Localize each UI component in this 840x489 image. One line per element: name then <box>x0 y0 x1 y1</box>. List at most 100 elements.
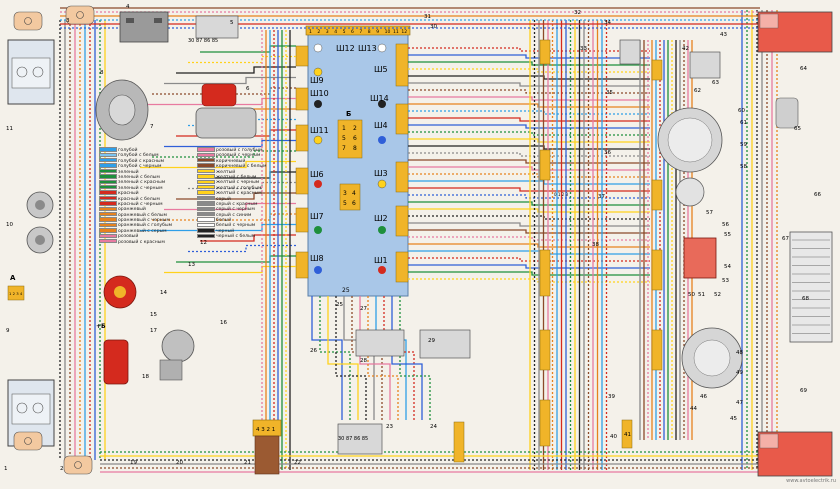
socket-label-sh3: Ш3 <box>374 169 388 178</box>
component-number: 69 <box>800 388 807 394</box>
socket-label-sh9: Ш9 <box>310 76 324 85</box>
ignition-switch: 4 3 2 1 <box>252 419 282 475</box>
component-number: 42 <box>682 46 689 52</box>
legend-row: серый с синим <box>197 211 298 218</box>
legend-text: черный с белым <box>216 234 256 240</box>
connector-strip <box>651 179 663 211</box>
connector-strip <box>621 419 633 449</box>
legend-text: розовый с голубым <box>216 148 263 153</box>
wire-left-feed <box>176 66 296 74</box>
component-number: 24 <box>430 424 437 430</box>
legend-text: оранжевый с белым <box>118 212 167 218</box>
component-number: 4 <box>126 4 130 10</box>
component-number: 59 <box>740 142 747 148</box>
component-number: 54 <box>724 264 731 270</box>
legend-row: розовый <box>99 233 200 239</box>
component-number: 22 <box>294 460 301 466</box>
legend-row: оранжевый с голубым <box>99 222 200 228</box>
legend-text: зеленый с белым <box>118 174 160 180</box>
legend-text: черный <box>216 228 235 234</box>
legend-row: желтый с черным <box>197 179 298 185</box>
socket-sh5-indicator <box>377 43 387 53</box>
legend-row: желтый с белым <box>197 174 298 180</box>
legend-row: красный с белым <box>99 195 200 202</box>
mount-block-top-number: 9 <box>376 29 379 35</box>
legend-text: голубой с белым <box>118 153 159 159</box>
legend-row: черный <box>197 227 298 234</box>
legend-text: красный <box>118 191 139 197</box>
component-number: 9 <box>6 328 10 334</box>
mount-block-top-number: 11 <box>393 29 399 35</box>
starter <box>195 83 257 139</box>
relay-b-label: Б <box>346 110 351 118</box>
gauge-57 <box>675 177 705 207</box>
component-number: 10 <box>6 222 13 228</box>
connector-strip <box>539 329 551 371</box>
wire-right-bus <box>408 201 650 206</box>
label-a: A <box>10 274 16 282</box>
legend-text: голубой с черным <box>118 164 162 170</box>
connector-strip <box>539 149 551 181</box>
legend-row: коричневый с белым <box>197 163 298 170</box>
right-connector-strips <box>195 15 721 463</box>
wire-lower-feed <box>351 296 383 420</box>
legend-row: желтый <box>197 168 298 175</box>
component-number: 68 <box>802 296 809 302</box>
ignition-pins-label: 4 3 2 1 <box>256 427 275 433</box>
wire-right-bus <box>408 138 650 143</box>
socket-sh12-indicator <box>313 43 323 53</box>
washer-pump <box>775 97 799 129</box>
component-number: 53 <box>722 278 729 284</box>
component-number: 67 <box>782 236 789 242</box>
component-number: 5 <box>230 20 234 26</box>
legend-text: красный с черным <box>118 201 163 207</box>
wire-right-bus <box>408 222 650 227</box>
legend-swatch <box>197 227 215 233</box>
mount-block-top-number: 1 <box>309 29 312 35</box>
component-number: 2 <box>60 466 64 472</box>
connector-a <box>7 285 25 301</box>
wire-harness <box>59 7 778 473</box>
mount-block-top-number: 6 <box>351 29 354 35</box>
wire-right-bus <box>408 257 650 262</box>
legend-swatch <box>197 157 215 163</box>
socket-sh10-indicator <box>314 100 322 108</box>
legend-text: розовый с красным <box>118 239 165 245</box>
wire-left-feed <box>152 150 296 158</box>
wire-lower-feed <box>391 296 423 420</box>
legend-row: желтый с красным <box>197 190 298 197</box>
legend-row: оранжевый с серым <box>99 227 200 234</box>
component-number: 16 <box>220 320 227 326</box>
wire-right-bus <box>408 271 650 276</box>
relay-b2-pin: 3 <box>343 190 347 197</box>
wire-right-bus <box>408 75 650 80</box>
connector-strip <box>651 59 663 81</box>
relay-b2-connector <box>339 183 361 211</box>
wire-right-bus <box>408 215 650 220</box>
legend-swatch <box>99 184 117 190</box>
wire-lower-feed <box>335 296 367 420</box>
component-number: 25 <box>336 302 343 308</box>
legend-row: красный с черным <box>99 201 200 207</box>
rear-window-heater <box>789 231 833 343</box>
legend-text: коричневый с белым <box>216 164 267 170</box>
component-number: 55 <box>724 232 731 238</box>
relay-box <box>689 51 721 79</box>
wire-lower-feed <box>319 296 351 420</box>
component-number: 36 <box>604 150 611 156</box>
mount-block-top-number: 4 <box>334 29 337 35</box>
wiper-motor <box>159 329 195 381</box>
legend-text: оранжевый <box>118 207 146 213</box>
legend-text: голубой с красным <box>118 158 165 164</box>
socket-sh9-indicator <box>313 67 323 77</box>
wire-lower-feed <box>311 296 343 420</box>
wire-left-feed <box>164 265 296 274</box>
legend-text: желтый с красным <box>216 191 262 197</box>
component-number: 28 <box>360 358 367 364</box>
relay-b-pin: 5 <box>342 135 346 142</box>
